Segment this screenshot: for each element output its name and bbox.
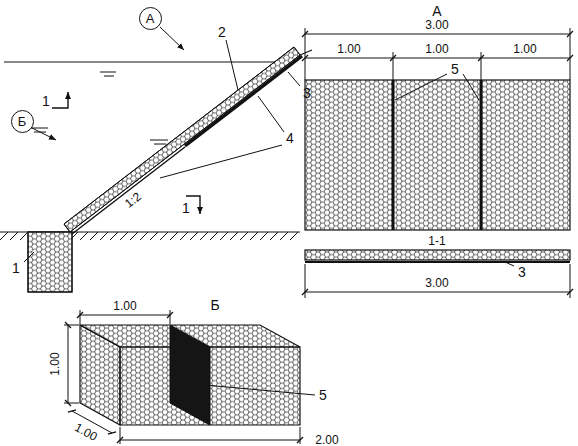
section-mark: 1 <box>41 93 51 109</box>
callout-number: 5 <box>450 61 460 77</box>
callout-letter: Б <box>18 115 27 128</box>
callout-number: 3 <box>517 264 527 280</box>
callout-number: 4 <box>285 130 295 146</box>
view-heading: А <box>431 3 442 19</box>
dimension: 3.00 <box>424 276 449 290</box>
dimension: 1.00 <box>512 42 537 56</box>
dimension: 3.00 <box>424 18 449 32</box>
slope-section <box>0 27 312 292</box>
section-label: 1-1 <box>427 234 446 248</box>
dimension: 1.00 <box>336 42 361 56</box>
callout-circle: А <box>139 7 162 30</box>
view-a <box>305 28 570 298</box>
view-heading: Б <box>209 297 220 313</box>
slope-ratio: 1:2 <box>121 189 144 211</box>
callout-letter: А <box>146 12 155 25</box>
callout-circle: Б <box>11 110 34 133</box>
callout-number: 2 <box>217 24 227 40</box>
dimension: 2.00 <box>314 433 339 446</box>
section-mark: 1 <box>181 200 191 216</box>
callout-number: 5 <box>318 387 328 403</box>
gabion-box <box>64 310 315 444</box>
dimension: 1.00 <box>48 351 62 376</box>
dimension: 1.00 <box>72 420 101 445</box>
callout-number: 3 <box>302 85 312 101</box>
callout-number: 1 <box>11 260 21 276</box>
dimension: 1.00 <box>112 299 137 313</box>
dimension: 1.00 <box>424 42 449 56</box>
